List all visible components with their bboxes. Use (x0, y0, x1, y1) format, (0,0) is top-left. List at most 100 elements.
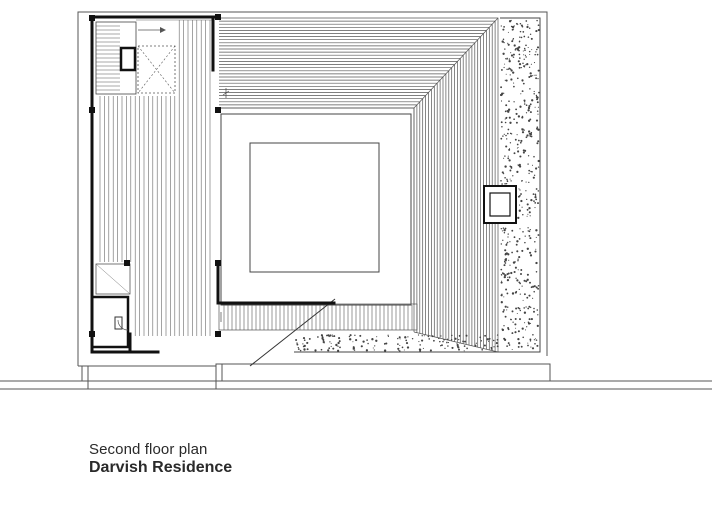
gravel-dot (501, 92, 504, 95)
gravel-dot (521, 131, 525, 134)
gravel-dot (519, 272, 523, 276)
gravel-dot (508, 276, 511, 279)
gravel-dot (387, 335, 390, 338)
gravel-dot (504, 315, 507, 318)
gravel-dot (518, 41, 520, 43)
gravel-dot (536, 46, 540, 49)
gravel-dot (474, 344, 477, 347)
gravel-dot (504, 118, 506, 120)
site-boundary (0, 11, 712, 390)
gravel-dot (484, 334, 487, 337)
gravel-dot (505, 243, 508, 246)
courtyard (220, 113, 412, 306)
gravel-dot (537, 314, 539, 316)
gravel-dot (518, 139, 520, 142)
gravel-dot (527, 46, 529, 49)
gravel-dot (500, 243, 502, 245)
gravel-dot (522, 299, 524, 301)
gravel-dot (507, 42, 509, 44)
gravel-dot (399, 338, 401, 340)
gravel-dot (525, 64, 527, 66)
gravel-dot (507, 68, 510, 70)
gravel-dot (520, 193, 522, 195)
gravel-dot (535, 248, 537, 250)
gravel-dot (529, 33, 532, 36)
gravel-dot (407, 336, 409, 338)
stepped-terrace-lines (219, 17, 499, 353)
gravel-dot (502, 227, 505, 229)
gravel-dot (446, 338, 449, 340)
gravel-dot (528, 66, 531, 68)
gravel-dot (500, 228, 502, 230)
gravel-dot (517, 330, 520, 333)
gravel-dot (529, 53, 531, 56)
gravel-dot (515, 307, 518, 310)
gravel-dot (532, 285, 535, 288)
gravel-dot (303, 339, 306, 342)
gravel-dot (526, 247, 529, 250)
gravel-dot (529, 228, 531, 231)
gravel-dot (521, 180, 523, 182)
gravel-dot (517, 269, 519, 271)
gravel-dot (462, 340, 464, 343)
gravel-dot (306, 348, 309, 351)
gravel-dot (507, 31, 509, 33)
gravel-dot (535, 74, 537, 76)
plan-title: Darvish Residence (89, 459, 233, 476)
gravel-dot (515, 327, 517, 329)
gravel-dot (524, 101, 526, 103)
gravel-dot (359, 334, 362, 337)
gravel-dot (399, 344, 401, 346)
gravel-dot (466, 347, 468, 350)
gravel-dot (406, 346, 410, 349)
gravel-dot (527, 344, 529, 347)
gravel-dot (526, 134, 529, 137)
gravel-dot (502, 52, 505, 55)
gravel-dot (464, 341, 466, 343)
gravel-dot (518, 256, 521, 259)
gravel-dot (518, 281, 520, 284)
gravel-dot (537, 128, 540, 131)
gravel-dot (532, 334, 534, 336)
gravel-dot (421, 335, 423, 337)
service-room (90, 263, 131, 349)
gravel-dot (529, 237, 532, 240)
gravel-dot (320, 348, 323, 351)
gravel-dot (519, 105, 522, 107)
gravel-dot (535, 30, 538, 33)
gravel-dot (451, 334, 453, 337)
gravel-dot (529, 340, 532, 342)
dimension-marks (220, 88, 230, 322)
gravel-dot (527, 342, 529, 344)
gravel-dot (506, 345, 508, 347)
gravel-dot (533, 307, 535, 310)
gravel-dot (538, 91, 540, 94)
gravel-dot (504, 338, 507, 341)
gravel-dot (508, 159, 511, 162)
gravel-dot (506, 138, 508, 140)
gravel-dot (523, 54, 525, 56)
gravel-dot (537, 24, 540, 27)
gravel-dot (516, 279, 519, 282)
gravel-dot (516, 312, 518, 315)
gravel-dot (527, 24, 529, 26)
gravel-dot (327, 349, 330, 352)
gravel-dot (535, 261, 538, 265)
gravel-dot (528, 172, 530, 175)
gravel-dot (537, 285, 540, 287)
gravel-dot (503, 92, 505, 94)
gravel-dot (510, 180, 512, 182)
gravel-dot (458, 339, 460, 341)
gravel-dot (506, 292, 509, 295)
gravel-dot (330, 342, 332, 344)
gravel-dot (321, 335, 324, 337)
gravel-dot (504, 305, 507, 308)
lower-stair (218, 303, 418, 331)
gravel-dot (506, 276, 509, 278)
gravel-dot (519, 189, 521, 191)
gravel-dot (488, 337, 491, 340)
gravel-dot (527, 155, 530, 157)
gravel-dot (475, 342, 477, 344)
gravel-dot (529, 254, 533, 257)
gravel-dot (513, 85, 515, 88)
